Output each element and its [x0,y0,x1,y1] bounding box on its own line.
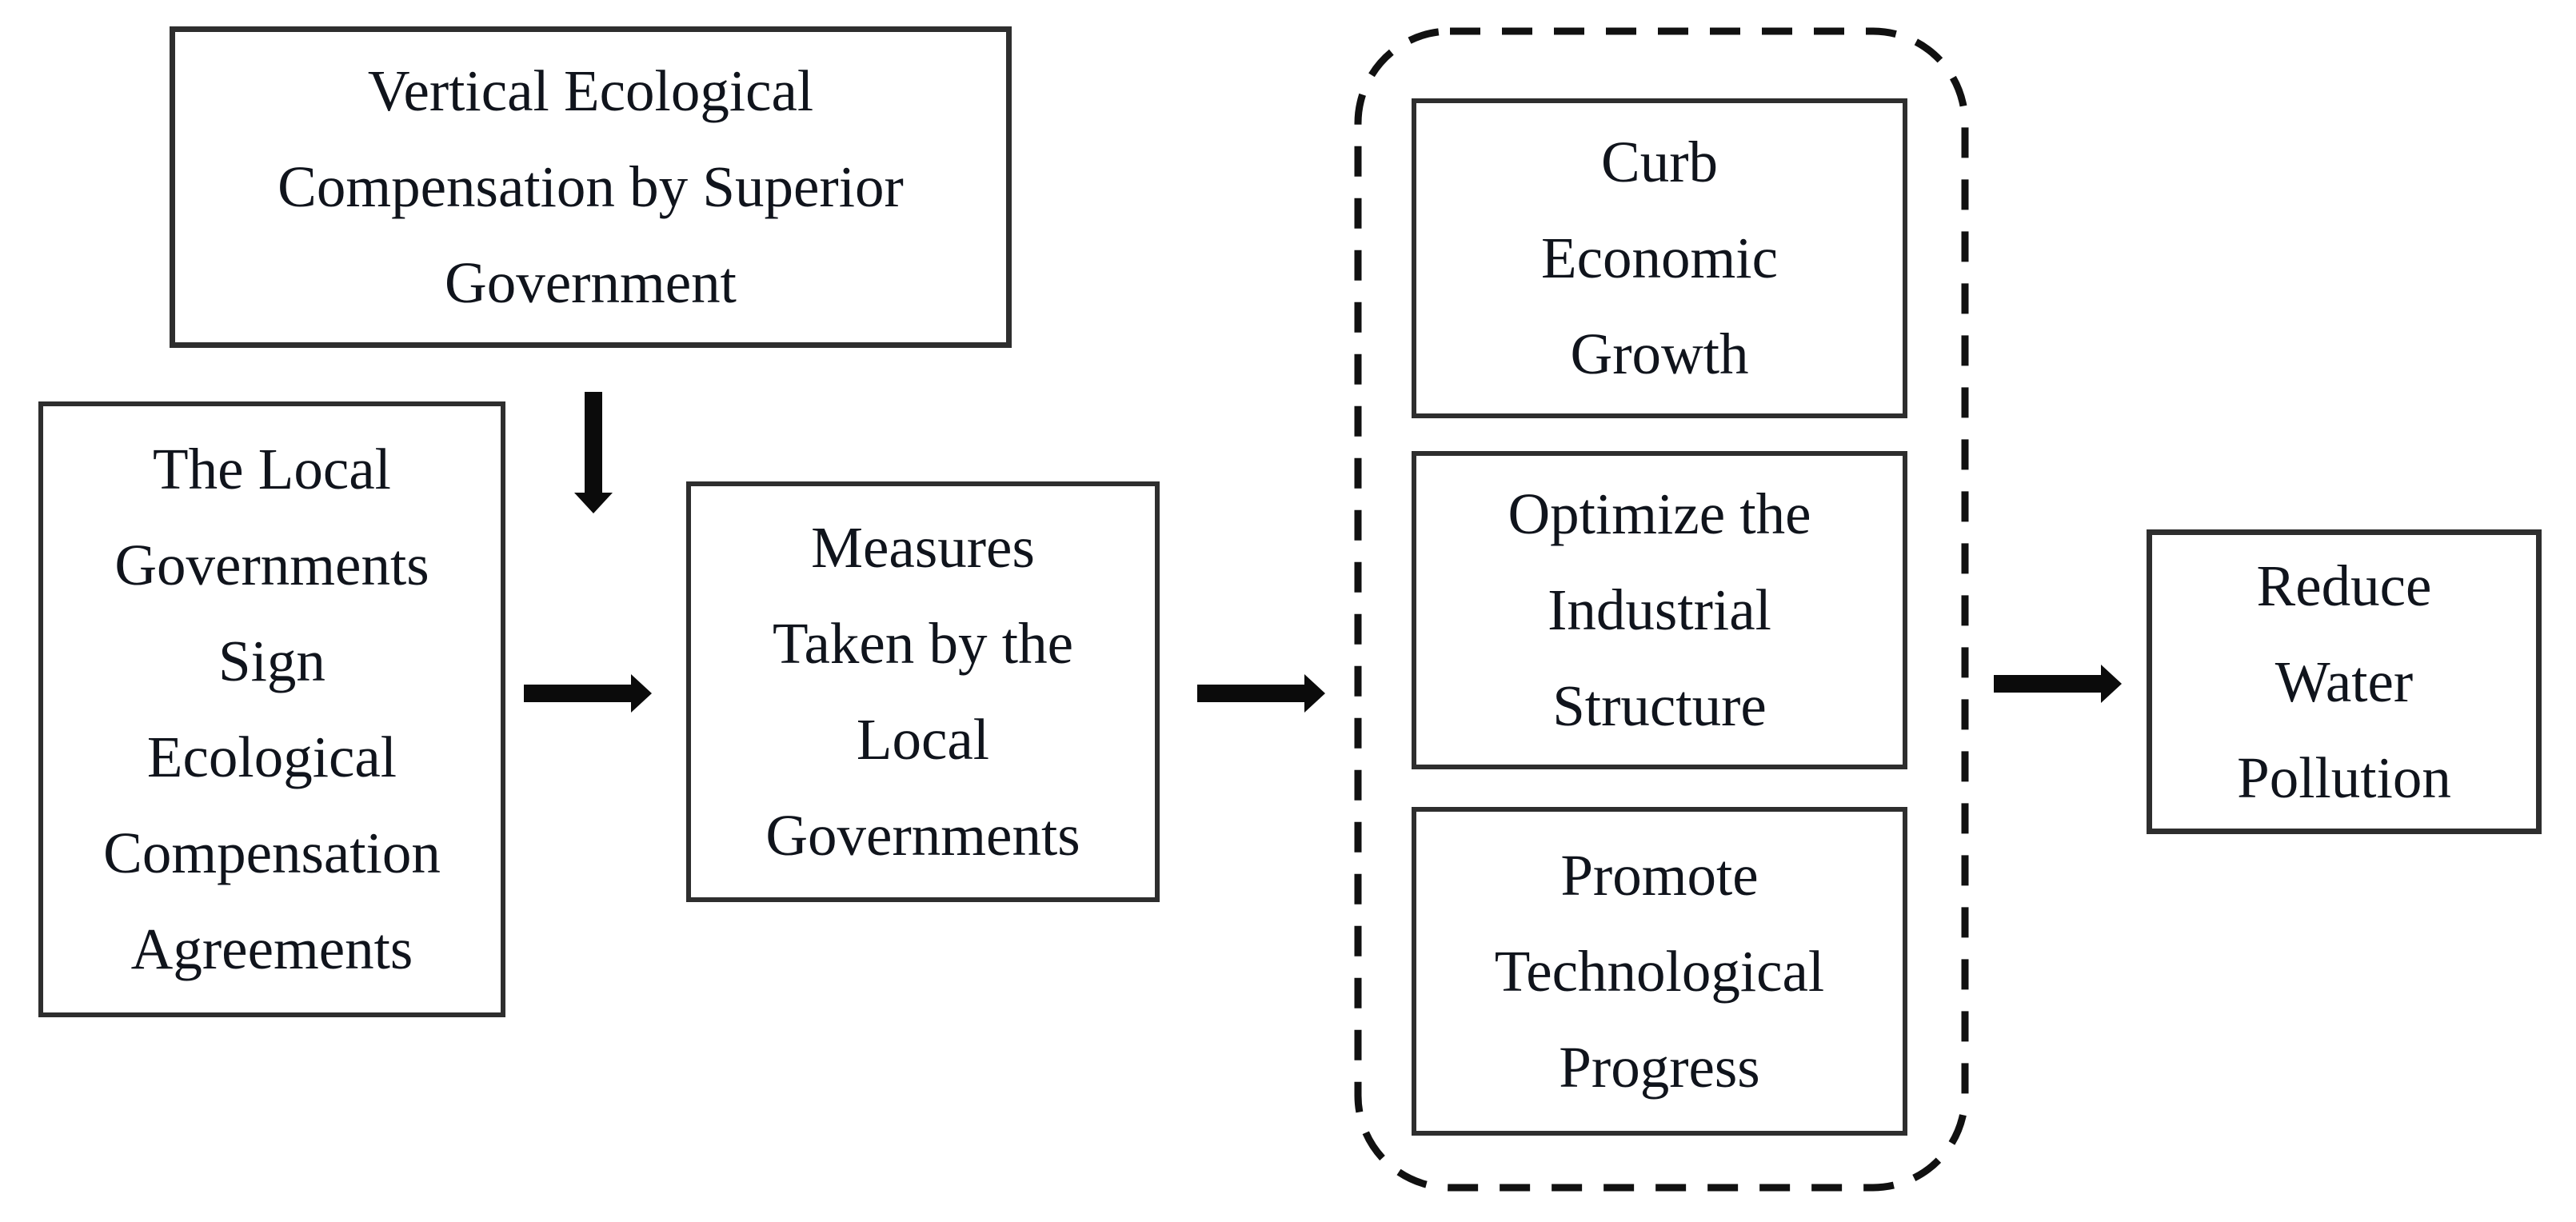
node-text-line: Governments [765,803,1080,868]
arrow-shaft [585,392,602,493]
arrow-head [574,493,613,513]
measures-effects-group: Curb Economic Growth Optimize the Indust… [1354,27,1969,1192]
node-text-line: Optimize the [1508,481,1811,546]
node-vertical-ecological-compensation: Vertical Ecological Compensation by Supe… [170,26,1012,348]
node-measures-taken: Measures Taken by the Local Governments [686,481,1160,902]
node-optimize-industrial-structure: Optimize the Industrial Structure [1412,451,1907,769]
arrow-head [2101,665,2122,703]
node-text-line: Local [856,707,990,772]
node-text-line: Governments [114,533,429,597]
arrow-shaft [524,685,631,702]
node-text-line: Government [445,250,737,315]
node-text-line: Industrial [1548,577,1771,642]
node-text-line: Sign [218,629,325,693]
node-text-line: Measures [811,515,1035,580]
node-text-line: Pollution [2237,745,2451,810]
arrow-down-icon [574,392,613,513]
node-text-line: Agreements [130,916,413,981]
arrow-head [1304,674,1325,713]
arrow-shaft [1197,685,1304,702]
arrow-head [631,674,652,713]
node-text-line: Technological [1494,938,1825,1004]
node-promote-technological-progress: Promote Technological Progress [1412,807,1907,1136]
node-reduce-water-pollution: Reduce Water Pollution [2147,529,2542,834]
node-text-line: Structure [1552,673,1767,738]
node-text-line: Economic [1541,226,1778,290]
node-text-line: Promote [1560,842,1759,908]
node-text-line: Growth [1570,321,1749,386]
arrow-right-icon [1197,674,1325,713]
node-text-line: Vertical Ecological [367,58,814,123]
node-text-line: Progress [1559,1034,1760,1100]
node-text-line: Curb [1601,130,1718,194]
node-curb-economic-growth: Curb Economic Growth [1412,98,1907,418]
dashed-group-border [1354,27,1969,1192]
arrow-shaft [1994,675,2101,693]
node-text-line: Compensation by Superior [278,154,904,219]
node-text-line: Water [2274,649,2414,714]
node-text-line: Taken by the [773,611,1073,676]
node-sign-compensation-agreements: The Local Governments Sign Ecological Co… [38,401,505,1017]
arrow-right-icon [1994,665,2122,703]
node-text-line: Compensation [103,821,441,885]
arrow-right-icon [524,674,652,713]
node-text-line: Ecological [146,725,397,789]
node-text-line: The Local [153,437,391,501]
node-text-line: Reduce [2256,553,2432,618]
